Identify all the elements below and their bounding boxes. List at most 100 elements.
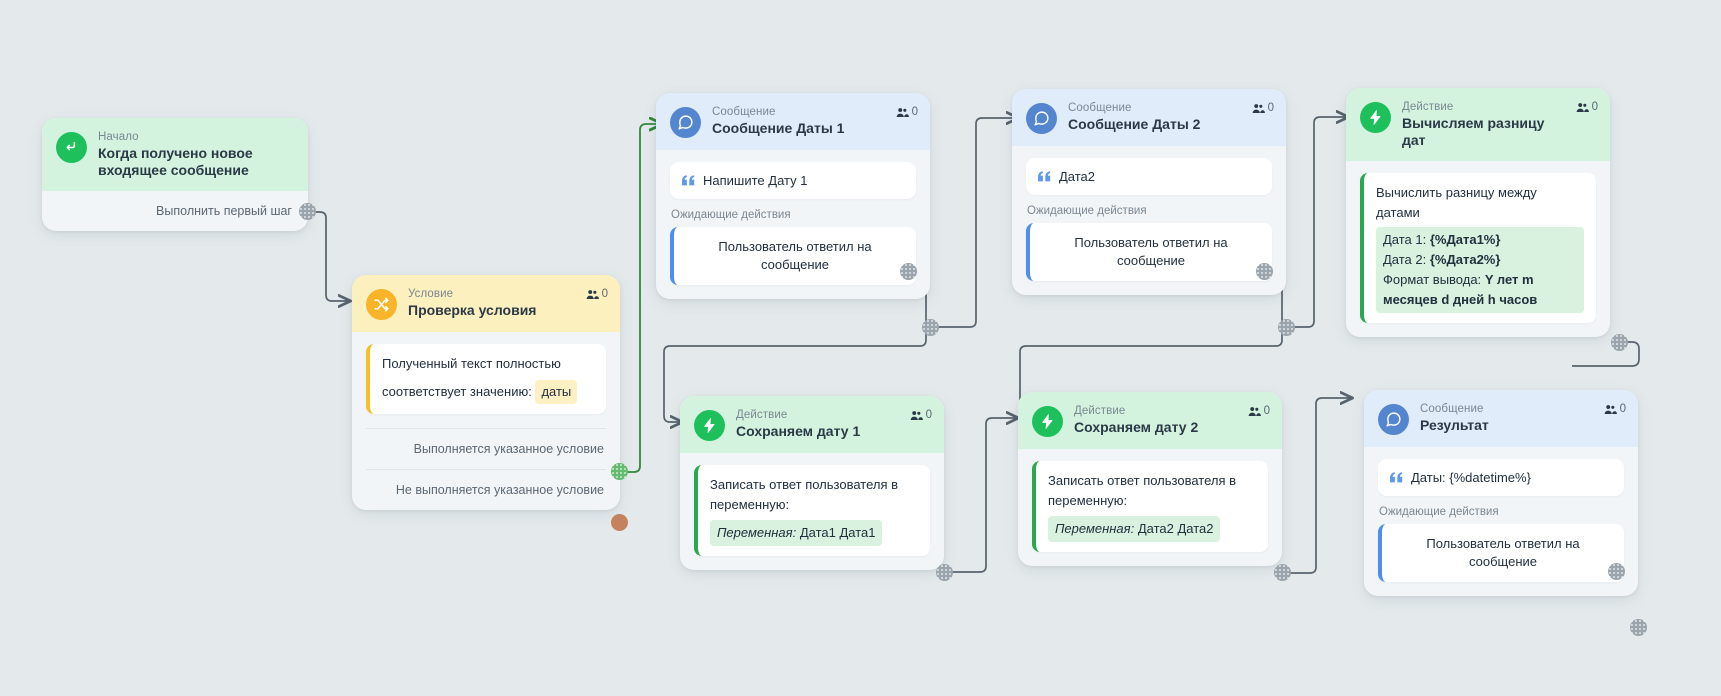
node-result-header[interactable]: Сообщение Результат 0 bbox=[1364, 390, 1638, 447]
save-body-text: Записать ответ пользователя в переменную… bbox=[1048, 473, 1237, 508]
condition-text: Полученный текст полностью соответствует… bbox=[382, 356, 561, 399]
start-output-row[interactable]: Выполнить первый шаг bbox=[42, 191, 308, 231]
node-calc-date-diff[interactable]: Действие Вычисляем разницу дат 0 Вычисли… bbox=[1346, 88, 1628, 351]
port-message-1-waiting[interactable] bbox=[900, 263, 917, 280]
node-kind-label: Сообщение bbox=[1068, 102, 1132, 114]
node-title: Сообщение Даты 1 bbox=[712, 120, 845, 136]
port-condition-false[interactable] bbox=[611, 514, 628, 531]
lightning-icon bbox=[1032, 406, 1063, 437]
message-text: Дата2 bbox=[1059, 169, 1096, 184]
waiting-label: Ожидающие действия bbox=[1379, 506, 1499, 518]
badge-count: 0 bbox=[925, 409, 932, 421]
message-text: Напишите Дату 1 bbox=[703, 173, 808, 188]
calc-line-3-label: Формат вывода: bbox=[1383, 272, 1482, 287]
save-body-text: Записать ответ пользователя в переменную… bbox=[710, 477, 899, 512]
condition-output-false-label: Не выполняется указанное условие bbox=[395, 483, 604, 497]
people-icon bbox=[910, 410, 923, 420]
calc-line-2-label: Дата 2: bbox=[1383, 252, 1427, 267]
node-title: Вычисляем разницу дат bbox=[1402, 115, 1545, 148]
variable-value: Дата1 Дата1 bbox=[799, 525, 876, 540]
status-badge: 0 bbox=[896, 106, 918, 118]
port-calc-out[interactable] bbox=[1611, 334, 1628, 351]
start-output-label: Выполнить первый шаг bbox=[156, 204, 292, 218]
port-start-out[interactable] bbox=[299, 203, 316, 220]
chat-bubble-icon bbox=[1378, 404, 1409, 435]
node-save-2-body: Записать ответ пользователя в переменную… bbox=[1018, 449, 1282, 566]
people-icon bbox=[1576, 102, 1589, 112]
divider bbox=[366, 428, 606, 429]
port-message-2-out[interactable] bbox=[1278, 319, 1295, 336]
node-save-date-2[interactable]: Действие Сохраняем дату 2 0 Записать отв… bbox=[1018, 392, 1291, 581]
calc-line-2: Дата 2: {%Дата2%} bbox=[1383, 252, 1500, 267]
port-message-1-out[interactable] bbox=[922, 319, 939, 336]
node-save-2-header[interactable]: Действие Сохраняем дату 2 0 bbox=[1018, 392, 1282, 449]
node-message-2-body: Дата2 Ожидающие действия Пользователь от… bbox=[1012, 146, 1286, 295]
save-variable: Переменная: Дата2 Дата2 bbox=[1048, 516, 1221, 542]
people-icon bbox=[1252, 103, 1265, 113]
status-badge: 0 bbox=[1248, 405, 1270, 417]
node-save-1-body: Записать ответ пользователя в переменную… bbox=[680, 453, 944, 570]
badge-count: 0 bbox=[601, 288, 608, 300]
node-message-2-header[interactable]: Сообщение Сообщение Даты 2 0 bbox=[1012, 89, 1286, 146]
waiting-label: Ожидающие действия bbox=[671, 209, 791, 221]
node-title: Когда получено новое входящее сообщение bbox=[98, 145, 253, 178]
port-result-waiting[interactable] bbox=[1608, 563, 1625, 580]
condition-value: даты bbox=[535, 380, 578, 404]
waiting-label: Ожидающие действия bbox=[1027, 205, 1147, 217]
node-message-date-2[interactable]: Сообщение Сообщение Даты 2 0 Дата2 bbox=[1012, 89, 1295, 336]
status-badge: 0 bbox=[586, 288, 608, 300]
save-variable-card: Записать ответ пользователя в переменную… bbox=[1032, 461, 1268, 552]
node-kind-label: Условие bbox=[408, 288, 454, 300]
save-variable: Переменная: Дата1 Дата1 bbox=[710, 520, 883, 546]
port-save-1-out[interactable] bbox=[936, 564, 953, 581]
variable-label: Переменная: bbox=[1055, 521, 1135, 536]
divider bbox=[366, 469, 606, 470]
people-icon bbox=[1248, 406, 1261, 416]
condition-output-false[interactable]: Не выполняется указанное условие bbox=[352, 470, 620, 510]
node-calc-header[interactable]: Действие Вычисляем разницу дат 0 bbox=[1346, 88, 1610, 161]
badge-count: 0 bbox=[1591, 101, 1598, 113]
node-start-header[interactable]: Начало Когда получено новое входящее соо… bbox=[42, 118, 308, 191]
node-save-date-1[interactable]: Действие Сохраняем дату 1 0 Записать отв… bbox=[680, 396, 953, 581]
condition-output-true[interactable]: Выполняется указанное условие bbox=[352, 429, 620, 469]
badge-count: 0 bbox=[1267, 102, 1274, 114]
node-save-1-header[interactable]: Действие Сохраняем дату 1 0 bbox=[680, 396, 944, 453]
lightning-icon bbox=[1360, 102, 1391, 133]
quote-icon bbox=[1390, 472, 1403, 483]
port-message-2-waiting[interactable] bbox=[1256, 263, 1273, 280]
calc-card: Вычислить разницу между датами Дата 1: {… bbox=[1360, 173, 1596, 323]
waiting-action-text: Пользователь ответил на сообщение bbox=[718, 239, 872, 272]
node-message-1-header[interactable]: Сообщение Сообщение Даты 1 0 bbox=[656, 93, 930, 150]
calc-line-1: Дата 1: {%Дата1%} bbox=[1383, 232, 1500, 247]
node-message-1-body: Напишите Дату 1 Ожидающие действия Польз… bbox=[656, 150, 930, 299]
node-start[interactable]: Начало Когда получено новое входящее соо… bbox=[42, 118, 316, 231]
variable-value: Дата2 Дата2 bbox=[1137, 521, 1214, 536]
chat-bubble-icon bbox=[670, 107, 701, 138]
quote-icon bbox=[682, 175, 695, 186]
status-badge: 0 bbox=[910, 409, 932, 421]
calc-line-3: Формат вывода: Y лет m месяцев d дней h … bbox=[1383, 272, 1537, 307]
waiting-action-card[interactable]: Пользователь ответил на сообщение bbox=[1378, 524, 1624, 582]
node-condition-header[interactable]: Условие Проверка условия 0 bbox=[352, 275, 620, 332]
port-condition-true[interactable] bbox=[611, 463, 628, 480]
node-result[interactable]: Сообщение Результат 0 Даты: {%datetime%} bbox=[1364, 390, 1647, 636]
port-result-out[interactable] bbox=[1630, 619, 1647, 636]
message-bubble: Даты: {%datetime%} bbox=[1378, 459, 1624, 496]
node-message-date-1[interactable]: Сообщение Сообщение Даты 1 0 Напишите Да… bbox=[656, 93, 939, 336]
calc-line-1-value: {%Дата1%} bbox=[1429, 232, 1501, 247]
status-badge: 0 bbox=[1604, 403, 1626, 415]
waiting-action-card[interactable]: Пользователь ответил на сообщение bbox=[670, 227, 916, 285]
message-bubble: Напишите Дату 1 bbox=[670, 162, 916, 199]
save-variable-card: Записать ответ пользователя в переменную… bbox=[694, 465, 930, 556]
port-save-2-out[interactable] bbox=[1274, 564, 1291, 581]
node-title: Сообщение Даты 2 bbox=[1068, 116, 1201, 132]
waiting-action-card[interactable]: Пользователь ответил на сообщение bbox=[1026, 223, 1272, 281]
status-badge: 0 bbox=[1252, 102, 1274, 114]
arrow-enter-icon bbox=[56, 132, 87, 163]
chat-bubble-icon bbox=[1026, 103, 1057, 134]
quote-icon bbox=[1038, 171, 1051, 182]
node-kind-label: Начало bbox=[98, 131, 139, 143]
node-condition[interactable]: Условие Проверка условия 0 Полученный те… bbox=[352, 275, 628, 531]
people-icon bbox=[1604, 404, 1617, 414]
